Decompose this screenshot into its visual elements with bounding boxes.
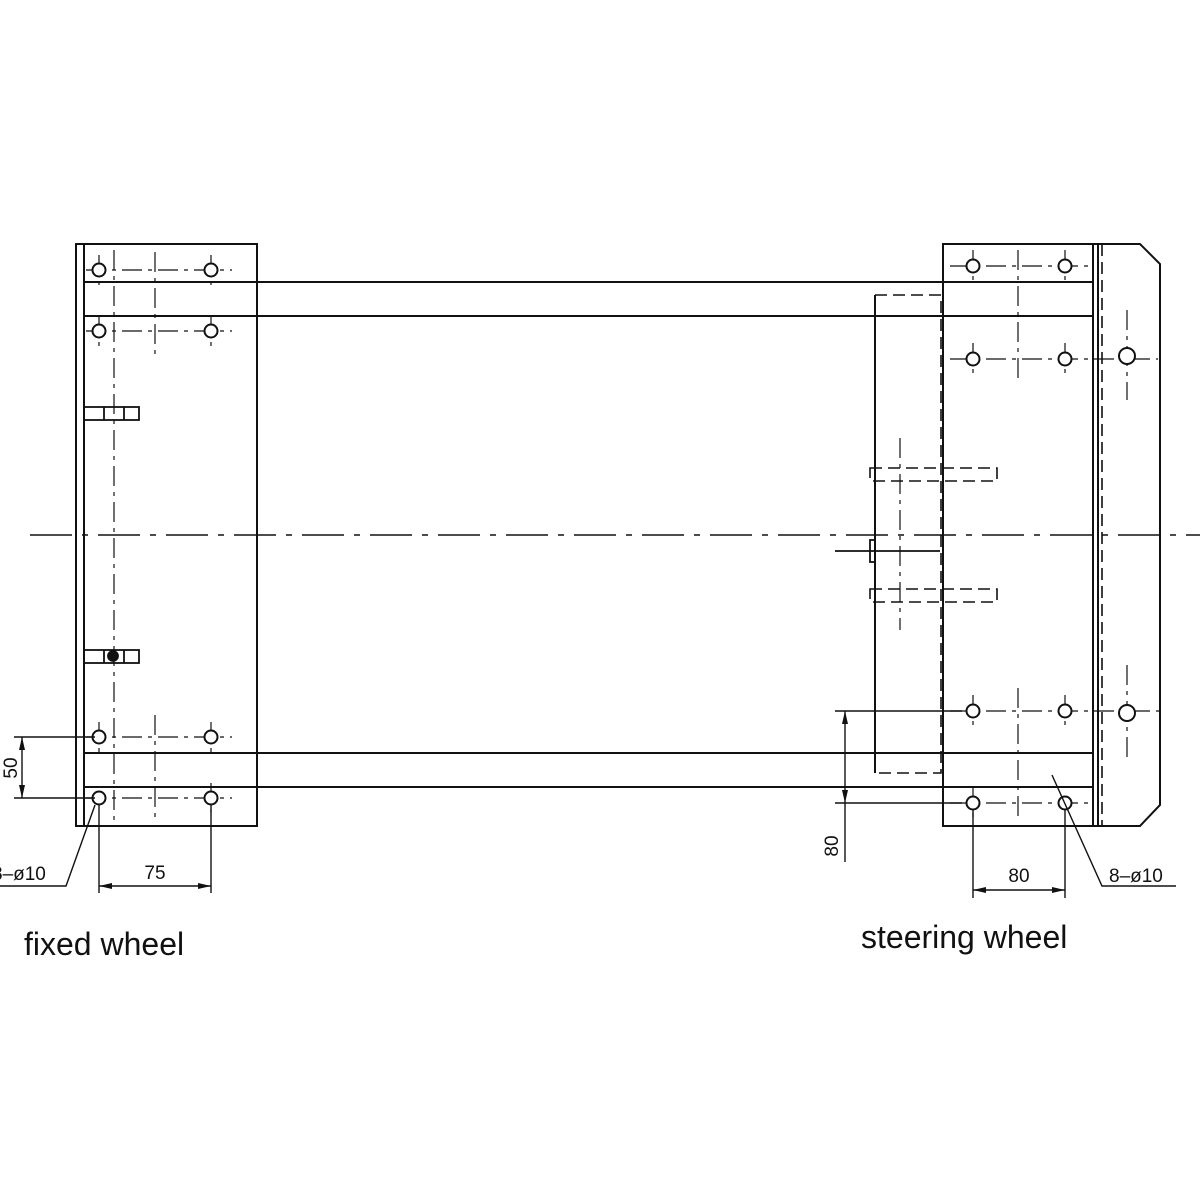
dim-left-horizontal: 75	[144, 863, 165, 884]
dim-right-holes: 8–ø10	[1109, 866, 1163, 887]
hole	[203, 790, 219, 806]
steering-hidden-lines	[869, 244, 1103, 826]
hole	[1057, 258, 1073, 274]
right-dimension-lines	[835, 710, 1176, 898]
hole	[1057, 703, 1073, 719]
hole	[965, 795, 981, 811]
hole	[203, 262, 219, 278]
steering-wheel-plate	[874, 243, 1161, 827]
hole	[203, 323, 219, 339]
hole	[965, 703, 981, 719]
fixed-wheel-label: fixed wheel	[24, 926, 184, 962]
hole	[203, 729, 219, 745]
frame-rails	[84, 281, 1092, 788]
fixed-wheel-brackets	[83, 406, 140, 664]
hole	[1118, 704, 1136, 722]
steering-wheel-label: steering wheel	[861, 919, 1067, 955]
hole	[965, 351, 981, 367]
hole	[1118, 347, 1136, 365]
left-dimension-arrows	[19, 737, 211, 889]
hole	[965, 258, 981, 274]
right-dimension-arrows	[842, 711, 1065, 893]
dim-right-horizontal: 80	[1008, 866, 1029, 887]
hole	[91, 262, 107, 278]
steering-wheel-holes	[965, 258, 1136, 811]
dim-right-vertical: 80	[822, 835, 843, 856]
steering-pin	[835, 539, 940, 563]
dim-left-holes: 8–ø10	[0, 864, 46, 885]
hole	[91, 323, 107, 339]
fixed-wheel-plate	[75, 243, 258, 827]
dim-left-vertical: 50	[1, 757, 22, 778]
hole	[1057, 351, 1073, 367]
